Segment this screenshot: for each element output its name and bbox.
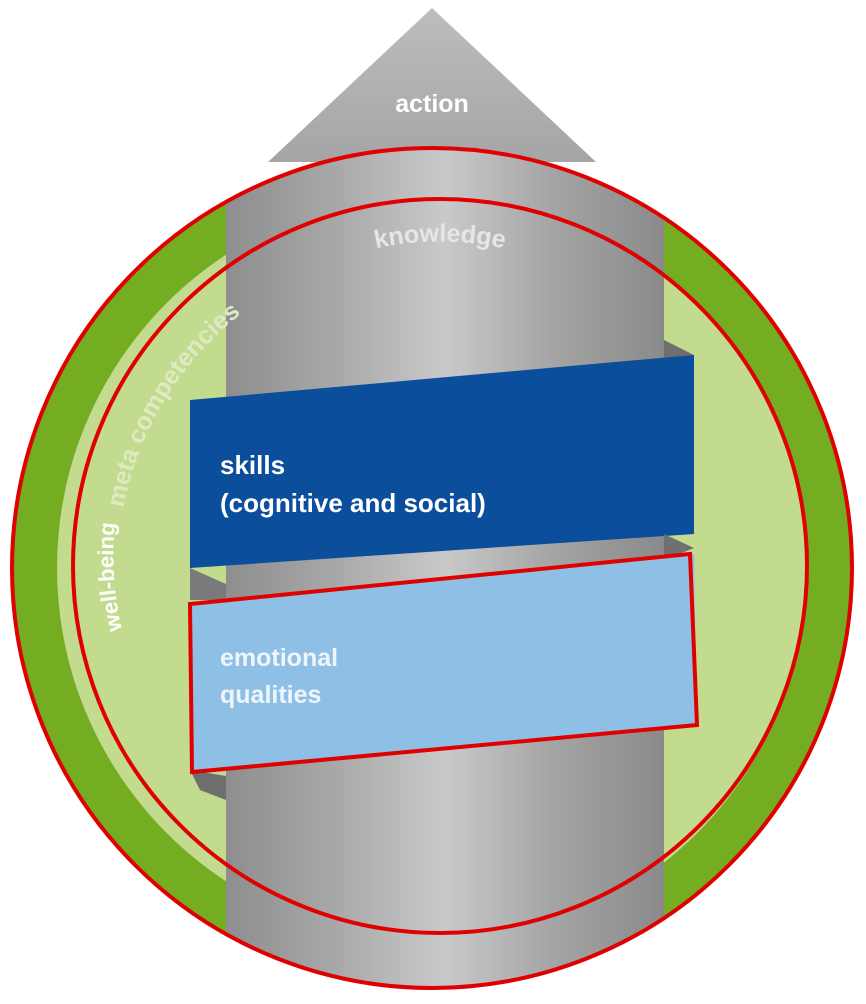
skills-label-line2: (cognitive and social) bbox=[220, 488, 486, 518]
outer-ring-outline bbox=[10, 146, 854, 990]
emotional-label-line1: emotional bbox=[220, 644, 338, 672]
emotional-band-lower-fold bbox=[190, 770, 226, 800]
emotional-band-top-fold bbox=[664, 534, 694, 560]
inner-circle-outline bbox=[71, 197, 809, 935]
emotional-label-line2: qualities bbox=[220, 681, 321, 709]
skills-label-line1: skills bbox=[220, 450, 285, 480]
action-arrow-head bbox=[268, 8, 596, 162]
skills-band-lower-fold bbox=[190, 568, 226, 600]
action-label: action bbox=[395, 90, 469, 118]
emotional-qualities-box-outline bbox=[187, 551, 700, 775]
skills-band bbox=[190, 355, 694, 568]
emotional-qualities-band bbox=[190, 554, 697, 772]
